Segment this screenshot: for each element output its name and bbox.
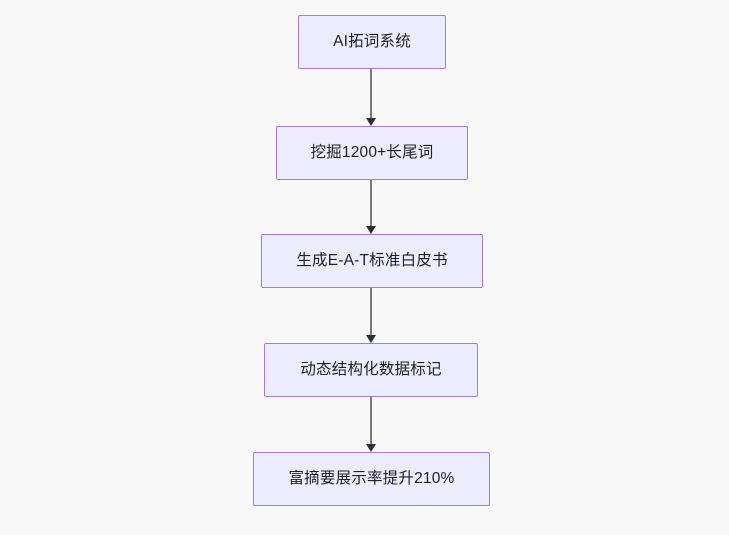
edge-line	[370, 180, 372, 227]
flow-node-label: 生成E-A-T标准白皮书	[296, 252, 448, 270]
arrowhead-icon	[366, 226, 376, 234]
edge-line	[370, 288, 372, 336]
flow-node-dynamic-structured-data-markup[interactable]: 动态结构化数据标记	[264, 343, 478, 397]
edge-line	[370, 69, 372, 119]
flow-node-label: 富摘要展示率提升210%	[288, 470, 455, 488]
edge-connector-2	[364, 180, 378, 234]
flow-node-generate-eat-whitepaper[interactable]: 生成E-A-T标准白皮书	[261, 234, 483, 288]
flow-node-label: 动态结构化数据标记	[300, 361, 442, 379]
flow-node-mine-longtail-keywords[interactable]: 挖掘1200+长尾词	[276, 126, 468, 180]
edge-connector-3	[364, 288, 378, 343]
flow-node-ai-keyword-system[interactable]: AI拓词系统	[298, 15, 446, 69]
flow-node-rich-snippet-impression-lift[interactable]: 富摘要展示率提升210%	[253, 452, 490, 506]
flow-node-label: AI拓词系统	[333, 33, 411, 51]
edge-connector-1	[364, 69, 378, 126]
edge-connector-4	[364, 397, 378, 452]
flow-node-label: 挖掘1200+长尾词	[310, 144, 434, 162]
arrowhead-icon	[366, 444, 376, 452]
arrowhead-icon	[366, 335, 376, 343]
arrowhead-icon	[366, 118, 376, 126]
edge-line	[370, 397, 372, 445]
